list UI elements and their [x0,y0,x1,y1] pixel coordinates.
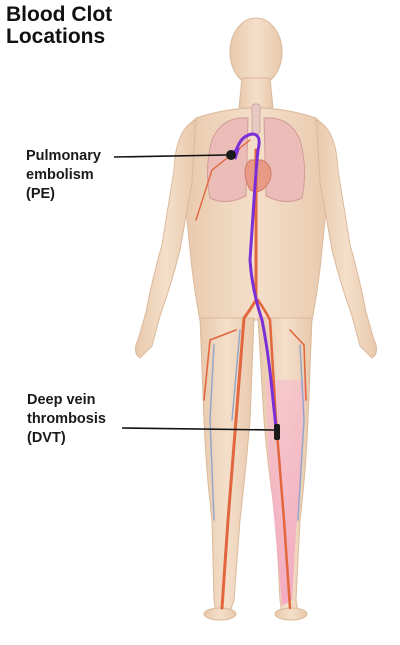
dvt-label-line-3: (DVT) [27,430,66,446]
dvt-label-line-2: thrombosis [27,411,106,427]
neck [238,77,274,109]
left-arm [134,119,197,359]
pe-label-line-2: embolism [26,167,94,183]
title-line-2: Locations [6,25,106,48]
right-lung [263,117,306,202]
heart [244,159,272,193]
pe-label: Pulmonary embolism (PE) [26,147,101,204]
pe-leader-line [113,154,227,158]
lungs [206,117,306,202]
veins [209,329,305,521]
right-foot [274,607,308,621]
dvt-label: Deep vein thrombosis (DVT) [27,391,106,448]
head [229,17,283,87]
right-arm [315,119,378,359]
left-foot [203,607,237,621]
pe-label-line-3: (PE) [26,186,55,202]
dvt-clot [274,424,280,440]
pe-clot [226,150,236,160]
diagram-title: Blood Clot Locations [6,4,186,48]
pe-label-line-1: Pulmonary [26,148,101,164]
trachea [251,103,261,135]
dvt-leader-line [121,427,275,431]
left-lung [206,117,249,202]
dvt-label-line-1: Deep vein [27,392,96,408]
title-line-1: Blood Clot [6,3,113,26]
clot-travel-path [232,132,278,430]
